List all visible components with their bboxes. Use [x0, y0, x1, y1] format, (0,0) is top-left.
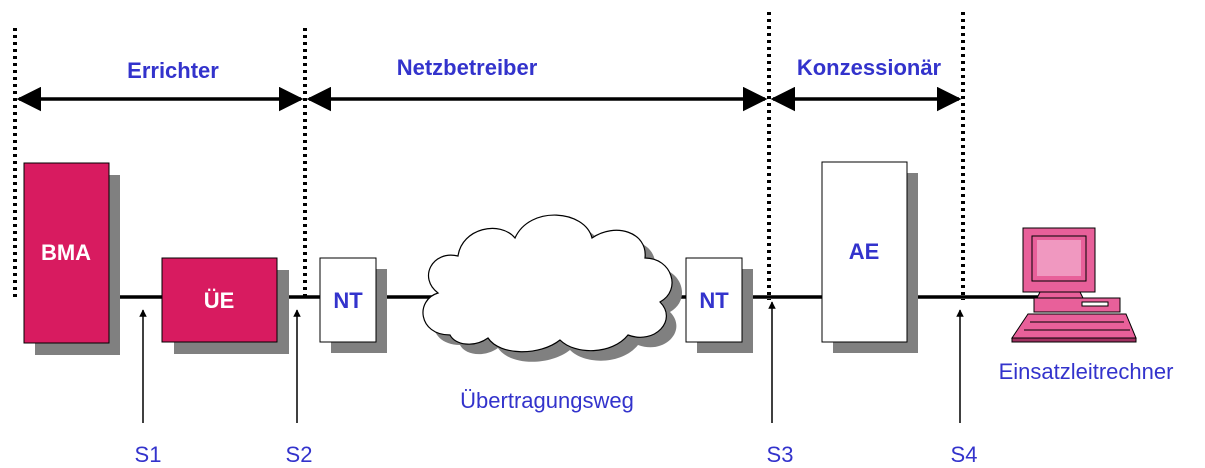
box-nt-right-label: NT: [699, 288, 729, 313]
cloud-icon: [422, 214, 683, 362]
box-ae-label: AE: [849, 239, 880, 264]
box-nt-left-label: NT: [333, 288, 363, 313]
box-nt-right: NT: [685, 257, 753, 353]
box-ae: AE: [821, 161, 918, 353]
zone-boundaries: [13, 12, 965, 300]
control-computer-label: Einsatzleitrechner: [999, 359, 1174, 384]
interface-arrows: [139, 301, 964, 423]
interface-label-s3: S3: [767, 442, 794, 467]
interface-label-s1: S1: [135, 442, 162, 467]
box-ue-label: ÜE: [204, 288, 235, 313]
computer-icon: [1011, 227, 1137, 343]
box-bma-label: BMA: [41, 240, 91, 265]
zone-label-konzessionaer: Konzessionär: [797, 55, 942, 80]
zone-label-errichter: Errichter: [127, 58, 219, 83]
box-ue: ÜE: [161, 257, 289, 354]
box-nt-left: NT: [319, 257, 387, 353]
interface-label-s2: S2: [286, 442, 313, 467]
box-bma: BMA: [23, 162, 120, 355]
interface-label-s4: S4: [951, 442, 978, 467]
zone-label-netzbetreiber: Netzbetreiber: [397, 55, 538, 80]
transmission-path-label: Übertragungsweg: [460, 388, 634, 413]
